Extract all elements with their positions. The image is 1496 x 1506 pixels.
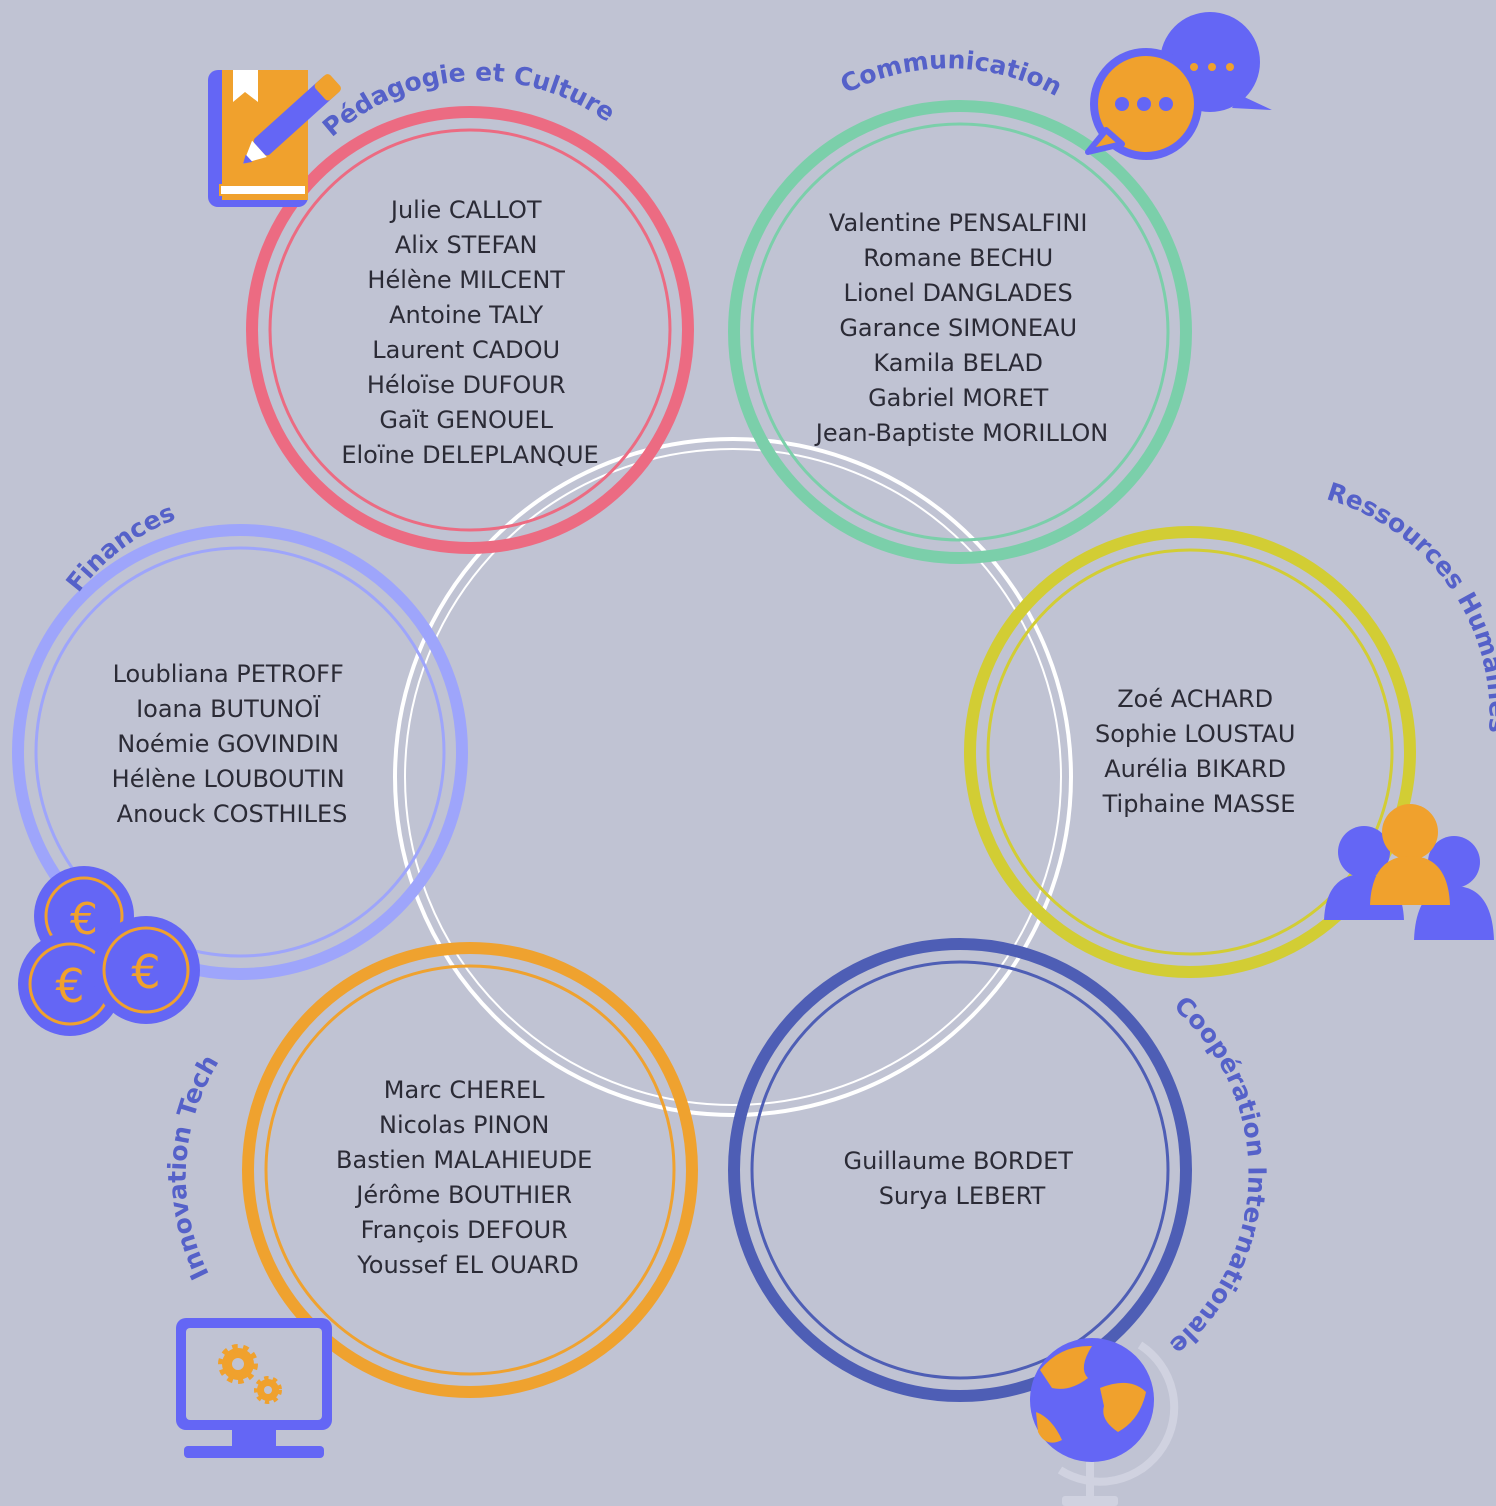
member-name: Antoine TALY	[389, 301, 543, 329]
member-name: Gaït GENOUEL	[379, 406, 553, 434]
member-name: Anouck COSTHILES	[117, 800, 348, 828]
member-name: Noémie GOVINDIN	[117, 730, 339, 758]
member-name: Julie CALLOT	[389, 196, 542, 224]
people-group-icon	[1324, 804, 1494, 940]
member-name: Tiphaine MASSE	[1102, 790, 1296, 818]
group-title-innovation-tech: Innovation Tech	[163, 1050, 225, 1285]
members-communication: Valentine PENSALFINI Romane BECHU Lionel…	[814, 209, 1108, 447]
members-ressources-humaines: Zoé ACHARD Sophie LOUSTAU Aurélia BIKARD…	[1095, 685, 1303, 818]
member-name: Loubliana PETROFF	[113, 660, 344, 688]
member-name: Aurélia BIKARD	[1104, 755, 1286, 783]
member-name: Romane BECHU	[863, 244, 1053, 272]
ring-finances	[12, 524, 468, 980]
ring-communication	[728, 100, 1192, 564]
members-finances: Loubliana PETROFF Ioana BUTUNOÏ Noémie G…	[112, 660, 353, 828]
member-name: Nicolas PINON	[379, 1111, 549, 1139]
member-name: Jérôme BOUTHIER	[354, 1181, 572, 1209]
ring-cooperation-internationale	[728, 938, 1192, 1402]
group-title-communication: Communication	[836, 45, 1067, 102]
member-name: Bastien MALAHIEUDE	[336, 1146, 592, 1174]
members-cooperation-internationale: Guillaume BORDET Surya LEBERT	[843, 1147, 1080, 1210]
member-name: Laurent CADOU	[372, 336, 560, 364]
members-pedagogie: Julie CALLOT Alix STEFAN Hélène MILCENT …	[341, 196, 598, 469]
member-name: Ioana BUTUNOÏ	[136, 694, 321, 723]
member-name: Alix STEFAN	[395, 231, 538, 259]
member-name: Zoé ACHARD	[1117, 685, 1273, 713]
member-name: François DEFOUR	[361, 1216, 568, 1244]
ring-innovation-tech	[242, 942, 698, 1398]
member-name: Sophie LOUSTAU	[1095, 720, 1295, 748]
member-name: Guillaume BORDET	[843, 1147, 1073, 1175]
members-innovation-tech: Marc CHEREL Nicolas PINON Bastien MALAHI…	[336, 1076, 600, 1279]
member-name: Lionel DANGLADES	[844, 279, 1073, 307]
member-name: Jean-Baptiste MORILLON	[814, 419, 1108, 447]
svg-text:€: €	[55, 959, 84, 1013]
member-name: Kamila BELAD	[873, 349, 1043, 377]
member-name: Hélène MILCENT	[367, 266, 565, 294]
member-name: Eloïne DELEPLANQUE	[341, 441, 598, 469]
globe-icon	[1030, 1338, 1179, 1506]
member-name: Surya LEBERT	[879, 1182, 1046, 1210]
center-ring	[393, 437, 1073, 1117]
book-pencil-icon	[208, 70, 341, 207]
member-name: Valentine PENSALFINI	[829, 209, 1088, 237]
svg-text:€: €	[131, 945, 160, 999]
member-name: Marc CHEREL	[384, 1076, 545, 1104]
euro-coins-icon: € € €	[18, 866, 200, 1036]
ring-pedagogie	[246, 106, 694, 554]
member-name: Youssef EL OUARD	[356, 1251, 578, 1279]
member-name: Hélène LOUBOUTIN	[112, 765, 345, 793]
member-name: Garance SIMONEAU	[839, 314, 1077, 342]
computer-gears-icon	[176, 1318, 332, 1458]
chat-bubbles-icon	[1085, 12, 1272, 160]
ring-ressources-humaines	[964, 526, 1416, 978]
member-name: Gabriel MORET	[868, 384, 1049, 412]
member-name: Héloïse DUFOUR	[367, 371, 566, 399]
